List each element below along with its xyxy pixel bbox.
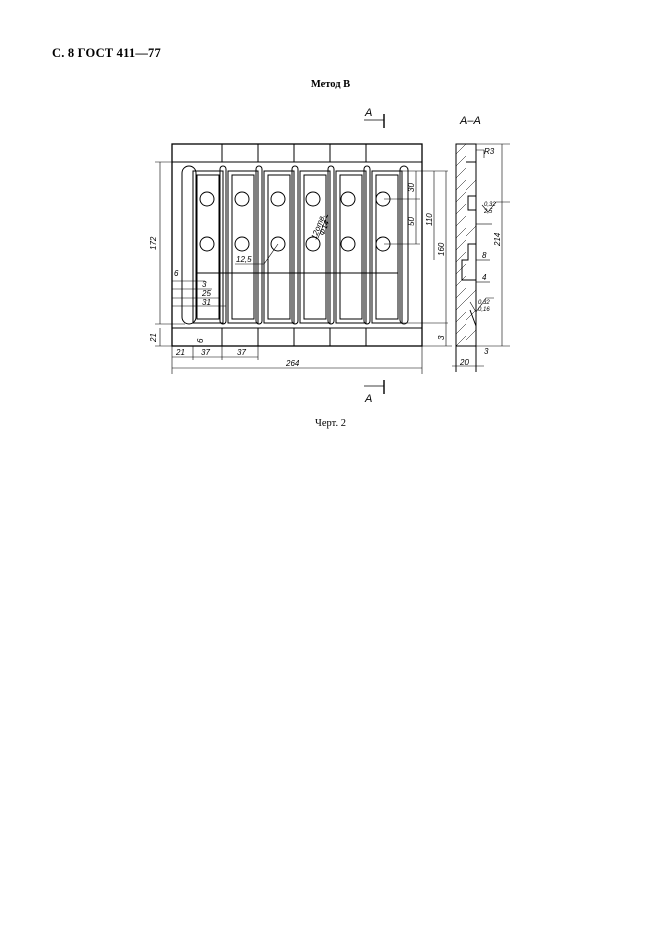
hole (340, 191, 356, 207)
hole (270, 191, 286, 207)
dim-21-left: 21 (149, 333, 158, 343)
dim-8: 8 (482, 251, 487, 260)
dim-214: 214 (493, 232, 502, 247)
dim-3-section: 3 (484, 347, 489, 356)
dim-20: 20 (459, 358, 469, 367)
dim-6-top: 6 (174, 269, 179, 278)
slot-1 (181, 165, 197, 325)
roughness-1a: 0,32 (484, 202, 496, 208)
hole (199, 236, 215, 252)
sample-2 (227, 170, 259, 324)
sample-1 (192, 170, 224, 324)
dim-12-5: 12,5 (236, 255, 252, 264)
hole (305, 191, 321, 207)
dim-3: 3 (202, 280, 207, 289)
dim-30: 30 (407, 183, 416, 192)
dim-25: 25 (201, 289, 211, 298)
dim-160: 160 (437, 242, 446, 256)
dim-21-bottom: 21 (175, 348, 185, 357)
page-header: С. 8 ГОСТ 411—77 (52, 46, 161, 60)
dim-37a: 37 (201, 348, 210, 357)
sample-5 (335, 170, 367, 324)
dim-50: 50 (407, 217, 416, 226)
dim-6-bottom: 6 (196, 338, 205, 343)
dim-37b: 37 (237, 348, 246, 357)
hole (305, 236, 321, 252)
dim-31: 31 (202, 298, 211, 307)
slot-2 (219, 165, 227, 325)
method-title: Метод В (310, 79, 351, 90)
hole (234, 191, 250, 207)
sample-3 (263, 170, 295, 324)
section-view (452, 143, 510, 372)
slot-5 (327, 165, 335, 325)
slot-3 (255, 165, 263, 325)
hole (340, 236, 356, 252)
section-title: А–А (459, 115, 481, 127)
slot-7 (399, 165, 409, 325)
hole (270, 236, 286, 252)
dim-r3: R3 (484, 147, 495, 156)
dim-172: 172 (149, 236, 158, 250)
slot-4 (291, 165, 299, 325)
figure-caption: Черт. 2 (315, 418, 346, 429)
dim-264: 264 (285, 359, 300, 368)
plate-outline (171, 143, 423, 347)
dim-110: 110 (425, 213, 434, 226)
slot-6 (363, 165, 371, 325)
section-mark-bottom: А (364, 393, 372, 405)
hole (199, 191, 215, 207)
hole (234, 236, 250, 252)
section-mark-top: А (364, 107, 372, 119)
sample-4 (299, 170, 331, 324)
roughness-1b: 2,5 (483, 209, 493, 215)
roughness-2a: 0,32 (478, 300, 490, 306)
dim-4: 4 (482, 273, 487, 282)
roughness-2b: 0,16 (478, 307, 490, 313)
dim-3-right: 3 (437, 335, 446, 340)
